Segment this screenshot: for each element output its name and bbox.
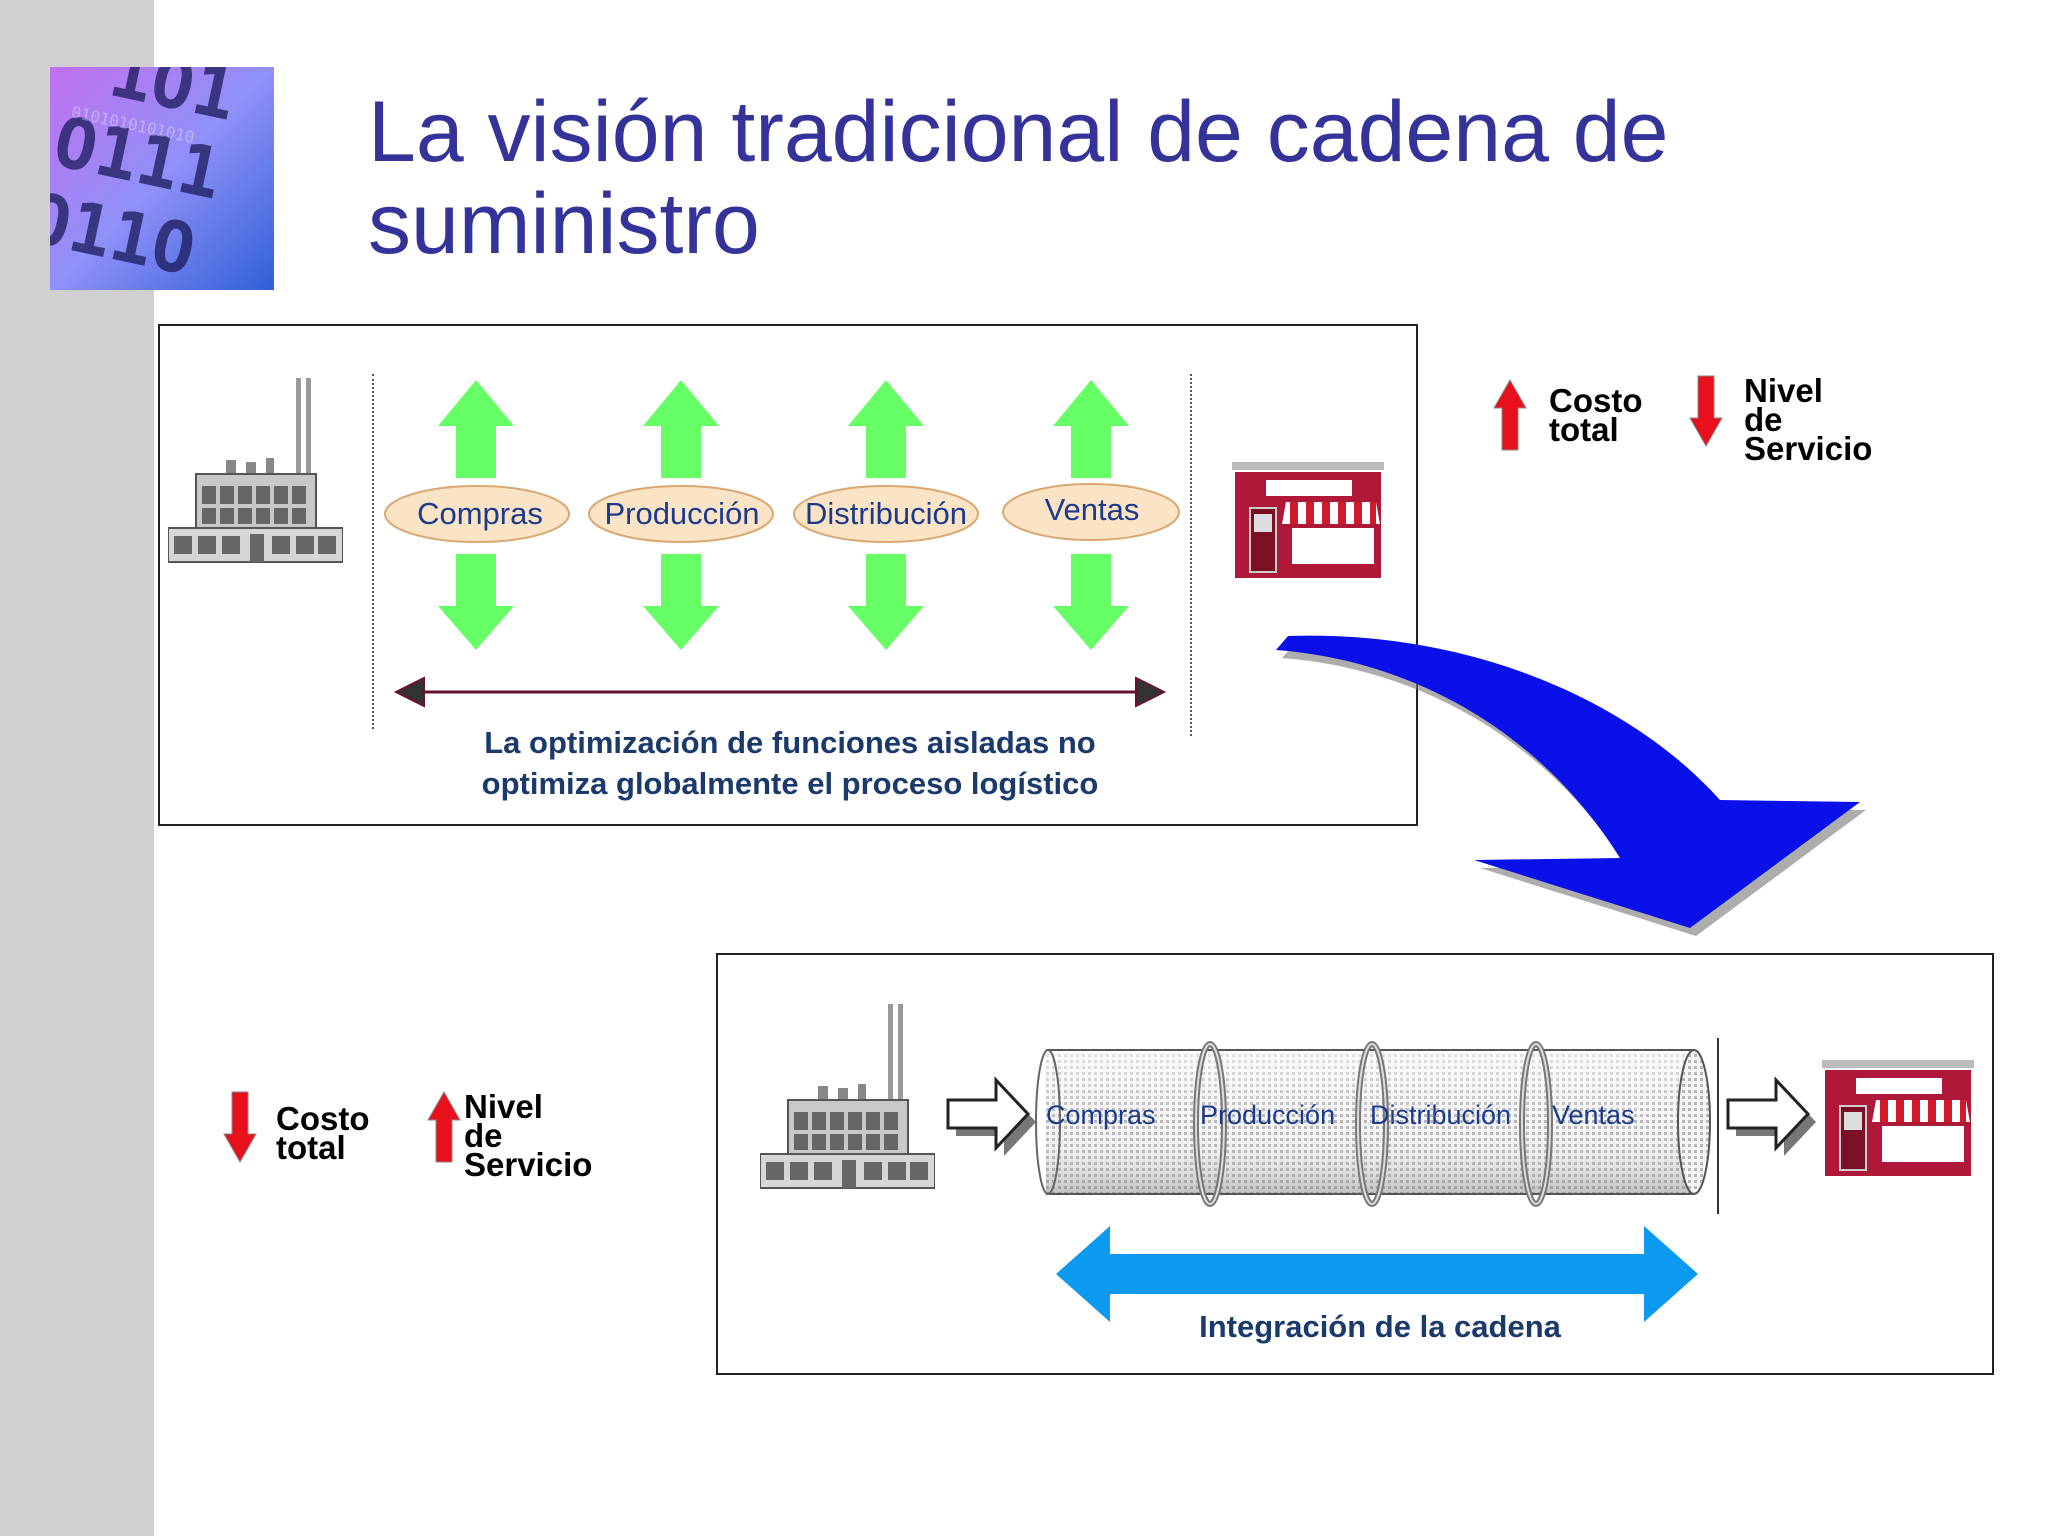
slide-title: La visión tradicional de cadena de sumin… [368,84,1669,272]
traditional-caption-line1: La optimización de funciones aisladas no [484,725,1096,760]
store-icon [1232,462,1384,578]
cost-label-bottom: Costo total [276,1100,370,1166]
down-arrow-compras [438,554,514,650]
binary-digits-image: 1O1 O111 O11O 0101010101010 [50,67,274,290]
service-down-arrow-icon [1689,375,1723,448]
cost-up-arrow-icon [1493,378,1527,451]
integration-caption: Integración de la cadena [1199,1309,1561,1344]
functions-diagram [384,380,1180,650]
up-arrow-ventas [1053,380,1129,478]
left-separator [372,374,374,729]
integration-double-arrow-icon [1056,1226,1698,1322]
function-label-compras: Compras [417,496,543,531]
cost-label-top: Costo total [1549,382,1643,448]
factory-icon [168,378,343,578]
down-arrow-distribucion [848,554,924,650]
pill-compras [384,485,570,543]
right-separator [1190,374,1192,736]
pipe-label-distribucion: Distribución [1370,1100,1512,1130]
pipe-label-compras: Compras [1046,1100,1156,1130]
traditional-caption-line2: optimiza globalmente el proceso logístic… [481,766,1099,801]
pipe-label-produccion: Producción [1200,1100,1336,1130]
pill-produccion [588,485,774,543]
service-label-top: Nivel de Servicio [1744,372,1873,467]
function-label-distribucion: Distribución [805,496,967,531]
store-icon-bottom [1822,1060,1974,1176]
function-label-produccion: Producción [604,496,760,531]
service-label-bottom: Nivel de Servicio [464,1088,593,1183]
factory-icon-bottom [760,1004,935,1204]
up-arrow-distribucion [848,380,924,478]
traditional-supply-chain-panel [158,324,1418,826]
service-up-arrow-icon [427,1090,461,1163]
pipe-label-ventas: Ventas [1552,1100,1635,1130]
isolated-span-arrow [394,676,1166,708]
integrated-pipe-icon [1035,1038,1719,1214]
pill-distribucion [793,485,979,543]
up-arrow-compras [438,380,514,478]
up-arrow-produccion [643,380,719,478]
pill-ventas [1002,483,1180,541]
output-flow-arrow-icon [1726,1076,1816,1156]
function-label-ventas: Ventas [1044,492,1140,527]
curved-arrow-icon [1276,635,1866,936]
cost-down-arrow-icon [223,1091,257,1164]
down-arrow-produccion [643,554,719,650]
input-flow-arrow-icon [946,1076,1036,1156]
down-arrow-ventas [1053,554,1129,650]
